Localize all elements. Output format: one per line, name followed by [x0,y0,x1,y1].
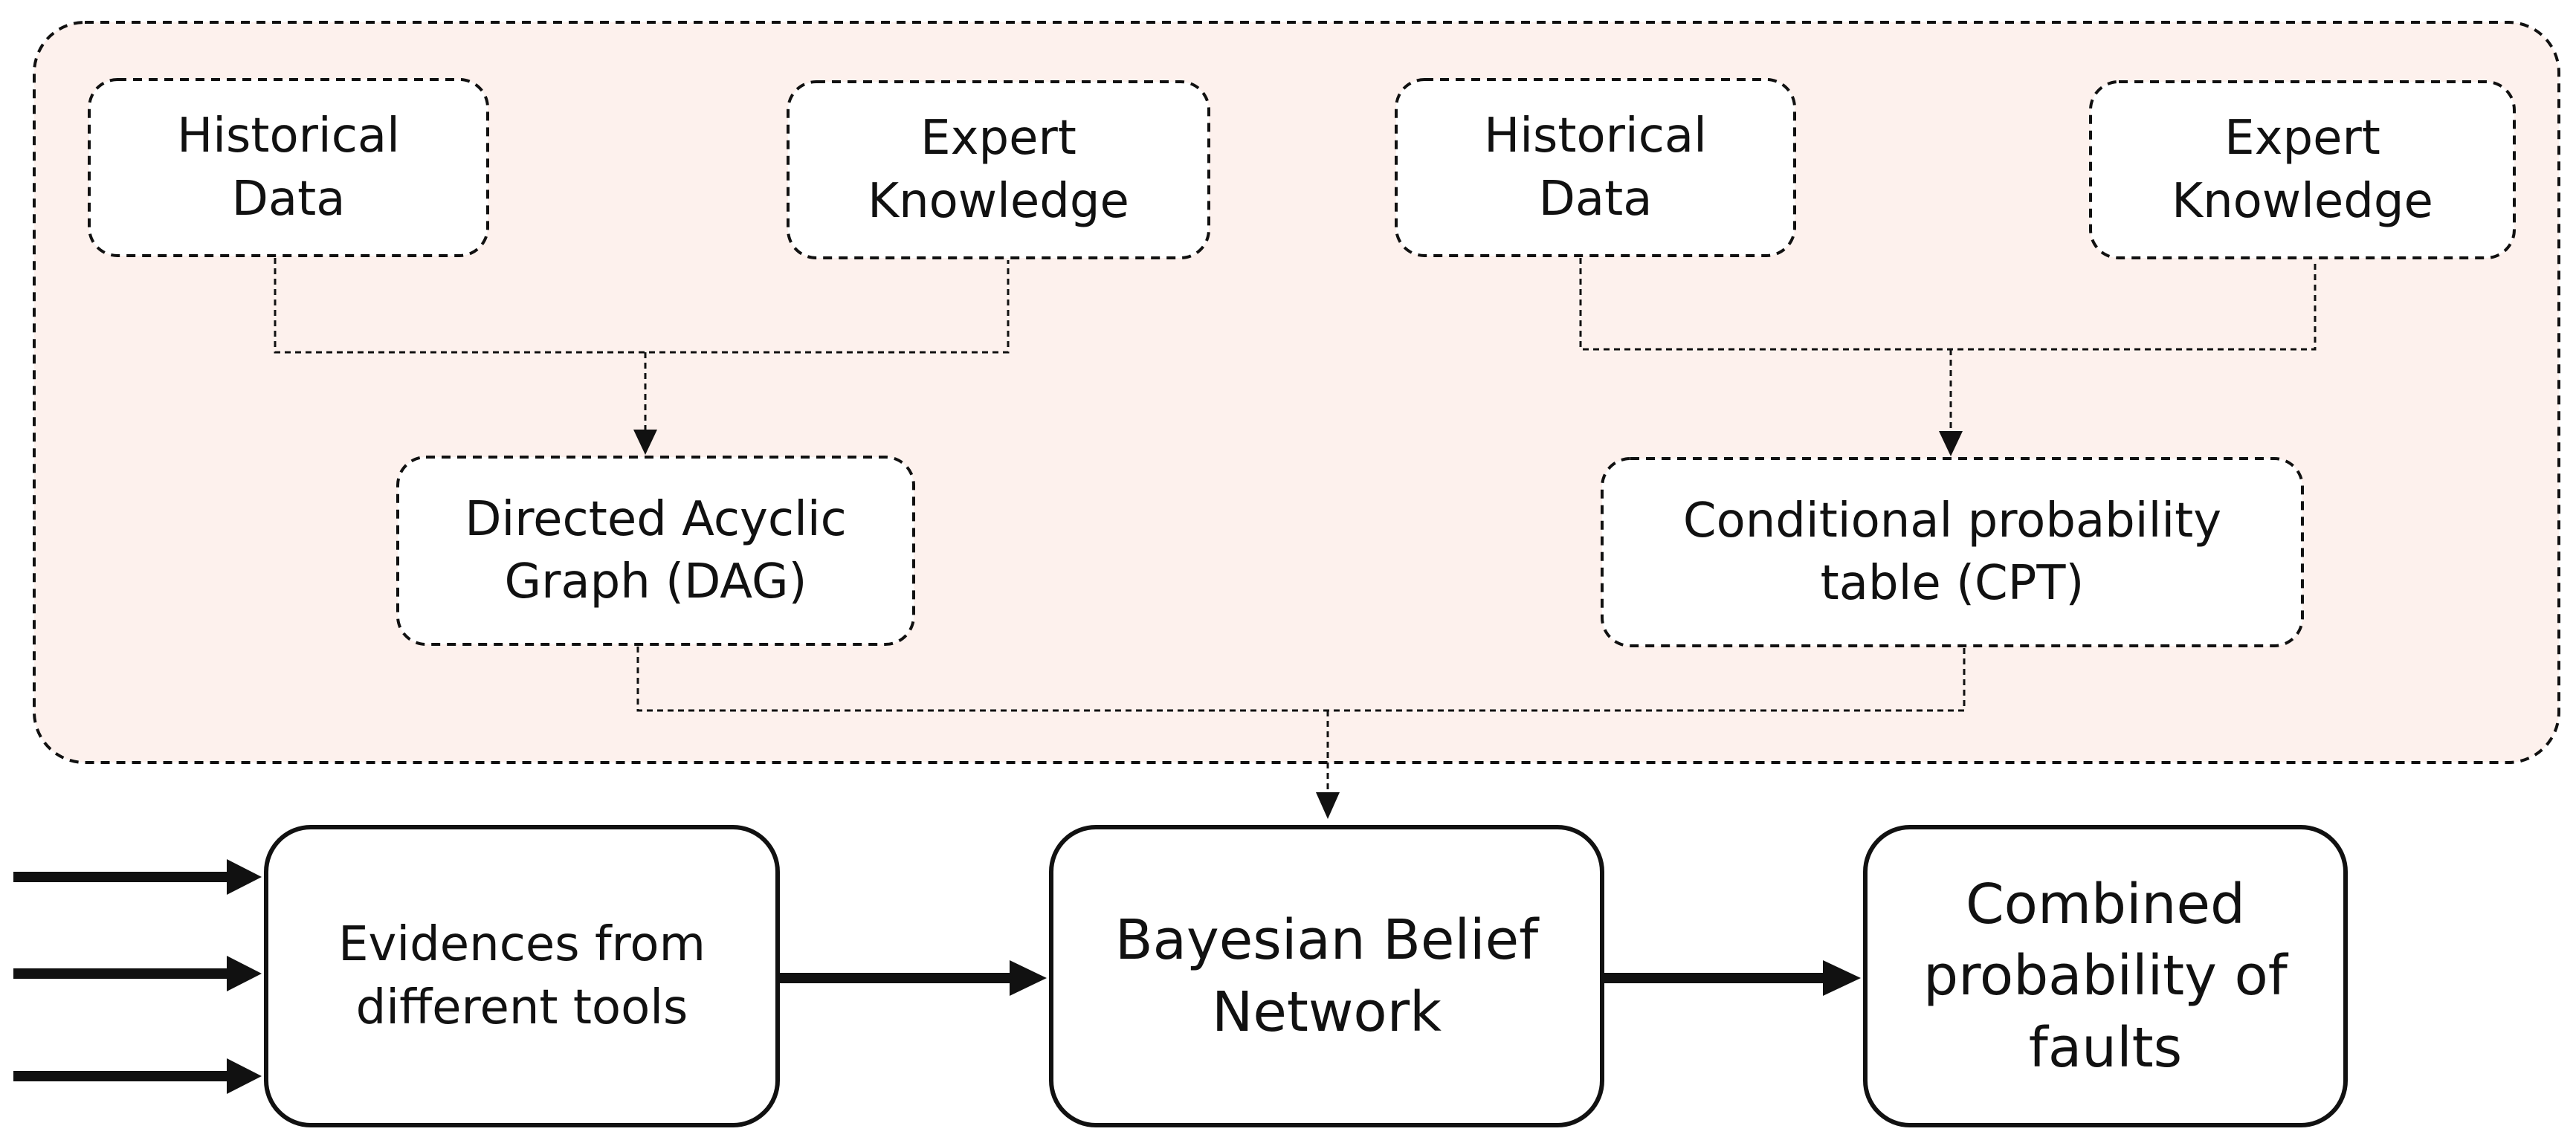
evidences-label: Evidences from different tools [266,827,778,1125]
input-arrowhead-1 [227,859,262,895]
cpt-label: Conditional probability table (CPT) [1602,459,2302,646]
expert-knowledge-right-line2: Knowledge [2172,173,2433,229]
historical-data-right-box [1395,78,1796,257]
bbn-line2: Network [1212,980,1442,1044]
dag-box [396,456,915,646]
dag-line2: Graph (DAG) [504,554,807,609]
connector-sources-to-cpt [1579,258,2317,433]
arrowhead-cpt [1939,431,1963,456]
historical-data-right-line1: Historical [1484,109,1707,164]
output-line2: probability of [1923,944,2288,1009]
evidences-line1: Evidences from [338,917,706,973]
arrowhead-bbn [1316,792,1340,819]
arrowhead-dag [633,430,657,455]
historical-data-left-line1: Historical [177,109,400,164]
bbn-line1: Bayesian Belief [1114,908,1539,973]
cpt-line2: table (CPT) [1820,556,2085,611]
cpt-box [1601,457,2304,647]
input-arrowhead-2 [227,956,262,991]
historical-data-left-box [88,78,489,257]
evidences-line2: different tools [355,980,688,1035]
connector-structures-to-bbn [636,647,1966,794]
expert-knowledge-left-box [787,80,1210,259]
input-arrows [13,859,262,1094]
arrowhead-bbn-to-output [1823,960,1861,996]
expert-knowledge-left-line2: Knowledge [868,173,1129,229]
expert-knowledge-left-line1: Expert [920,111,1076,166]
arrowhead-evidences-to-bbn [1010,960,1047,996]
cpt-line1: Conditional probability [1682,493,2222,548]
input-arrowhead-3 [227,1058,262,1094]
historical-data-left-line2: Data [231,171,346,227]
output-line1: Combined [1966,873,2245,937]
expert-knowledge-right-box [2089,80,2516,259]
output-line3: faults [2028,1015,2183,1080]
expert-knowledge-right-line1: Expert [2224,111,2380,166]
dag-line1: Directed Acyclic [465,491,847,547]
historical-data-right-line2: Data [1538,171,1653,227]
connector-sources-to-dag [274,258,1010,431]
output-box [1863,825,2348,1127]
